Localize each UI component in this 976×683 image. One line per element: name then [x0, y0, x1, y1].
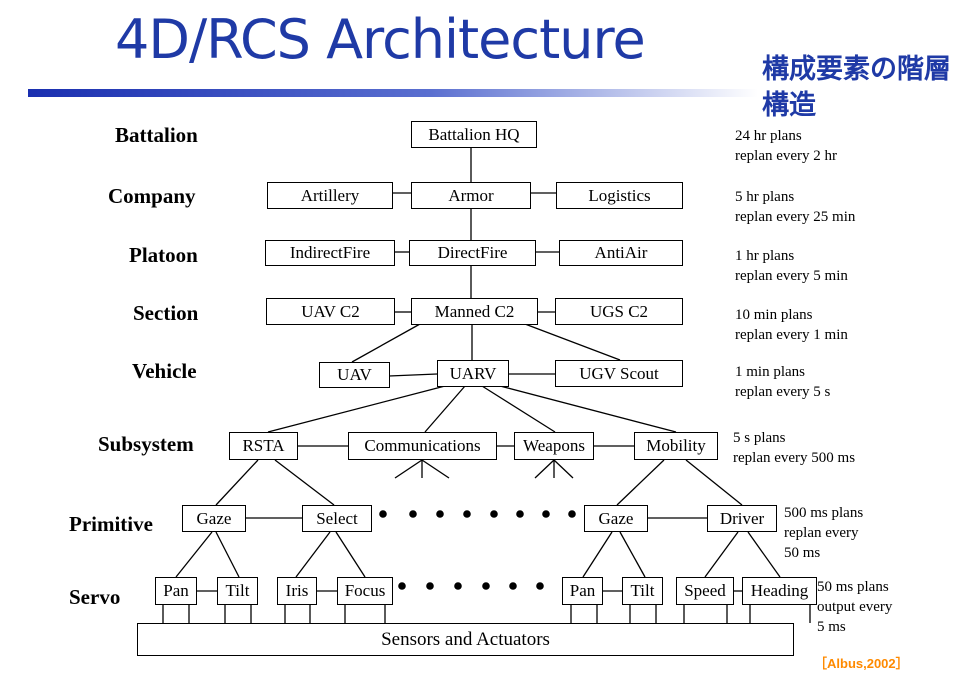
node-battalion-hq: Battalion HQ [411, 121, 537, 148]
node-select: Select [302, 505, 372, 532]
level-label-battalion: Battalion [115, 123, 198, 147]
slide-subtitle: 構成要素の階層構造 [762, 54, 951, 121]
node-antiair: AntiAir [559, 240, 683, 266]
node-pan-2: Pan [562, 577, 603, 605]
node-weapons: Weapons [514, 432, 594, 460]
node-focus: Focus [337, 577, 393, 605]
node-ugv-scout: UGV Scout [555, 360, 683, 387]
node-manned-c2: Manned C2 [411, 298, 538, 325]
node-artillery: Artillery [267, 182, 393, 209]
node-tilt-2: Tilt [622, 577, 663, 605]
node-indirectfire: IndirectFire [265, 240, 395, 266]
node-logistics: Logistics [556, 182, 683, 209]
level-label-subsystem: Subsystem [98, 432, 194, 456]
level-label-company: Company [108, 184, 196, 208]
node-directfire: DirectFire [409, 240, 536, 266]
node-ugs-c2: UGS C2 [555, 298, 683, 325]
node-speed: Speed [676, 577, 734, 605]
node-gaze-primitive-1: Gaze [182, 505, 246, 532]
node-communications: Communications [348, 432, 497, 460]
level-label-platoon: Platoon [129, 243, 198, 267]
level-label-servo: Servo [69, 585, 121, 609]
node-heading: Heading [742, 577, 817, 605]
node-uav-c2: UAV C2 [266, 298, 395, 325]
node-mobility: Mobility [634, 432, 718, 460]
citation: ［Albus,2002］ [814, 656, 909, 671]
node-iris: Iris [277, 577, 317, 605]
node-tilt-1: Tilt [217, 577, 258, 605]
node-gaze-primitive-2: Gaze [584, 505, 648, 532]
ellipsis-dots [379, 510, 576, 590]
level-label-primitive: Primitive [69, 512, 153, 536]
title-underline [28, 89, 758, 97]
node-sensors-and-actuators: Sensors and Actuators [137, 623, 794, 656]
node-armor: Armor [411, 182, 531, 209]
node-rsta: RSTA [229, 432, 298, 460]
node-uav: UAV [319, 362, 390, 388]
node-driver: Driver [707, 505, 777, 532]
level-label-section: Section [133, 301, 199, 325]
node-uarv: UARV [437, 360, 509, 387]
level-label-vehicle: Vehicle [132, 359, 197, 383]
node-pan-1: Pan [155, 577, 197, 605]
slide-title: 4D/RCS Architecture [115, 8, 646, 71]
